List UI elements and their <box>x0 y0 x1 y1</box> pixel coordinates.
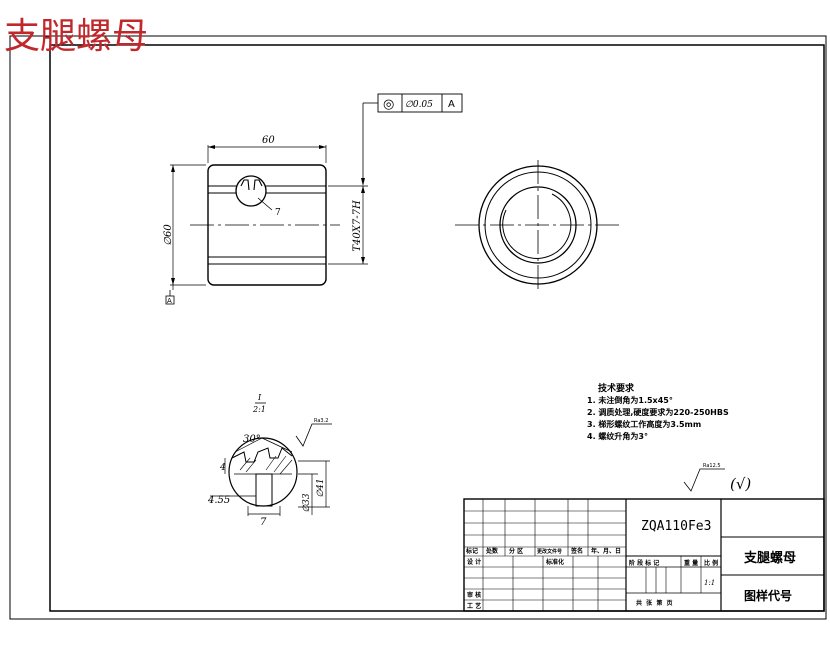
title-block <box>463 498 825 612</box>
gdt-symbol: ◎ <box>383 97 394 112</box>
dim-thread: T40X7-7H <box>352 200 363 252</box>
chart-code-label: 图样代号 <box>744 588 792 603</box>
datum-box-label: A <box>167 297 172 305</box>
front-view <box>165 102 378 305</box>
row-label: 标记 <box>465 547 478 555</box>
detail-scale-den: 2:1 <box>252 405 266 414</box>
side-view <box>455 160 620 290</box>
scale-value: 1:1 <box>704 579 715 587</box>
surface-finish-value: Ra12.5 <box>703 463 721 469</box>
design-label: 设 计 <box>467 558 481 566</box>
process-label: 工 艺 <box>467 602 481 610</box>
gdt-tolerance: ∅0.05 <box>405 100 433 110</box>
gdt-frame <box>377 93 463 113</box>
tech-req-item: 3. 梯形螺纹工作高度为3.5mm <box>587 419 701 429</box>
surface-finish-symbol <box>683 468 725 492</box>
detail-view <box>210 402 332 516</box>
dim-diameter: ∅60 <box>163 224 174 246</box>
detail-angle: 30° <box>243 434 261 445</box>
detail-depth: 4 <box>219 463 226 473</box>
outer-frame <box>9 35 827 620</box>
stage-label: 阶 段 标 记 <box>629 559 659 567</box>
detail-offset: 4.55 <box>207 495 230 506</box>
gdt-datum: A <box>448 99 455 110</box>
leader-label: 7 <box>275 208 281 218</box>
row-label: 年、月、日 <box>591 547 621 555</box>
row-label: 分 区 <box>509 547 523 555</box>
tech-req-item: 2. 调质处理,硬度要求为220-250HBS <box>587 407 729 417</box>
sheets-label: 共 张 第 页 <box>636 599 673 607</box>
part-name: 支腿螺母 <box>743 550 796 566</box>
row-label: 处数 <box>485 547 499 555</box>
drawing-code: ZQA110Fe3 <box>641 519 711 534</box>
detail-width: 7 <box>260 517 267 528</box>
dim-length: 60 <box>262 135 275 146</box>
tech-req-item: 1. 未注倒角为1.5x45° <box>587 395 673 405</box>
title-overlay: 支腿螺母 <box>4 16 148 57</box>
detail-outer-diameter: ∅41 <box>316 478 326 497</box>
row-label: 更改文件号 <box>537 548 562 555</box>
detail-roughness: Ra3.2 <box>314 418 328 424</box>
tech-req-heading: 技术要求 <box>598 382 635 394</box>
scale-label: 比 例 <box>704 559 718 567</box>
standard-label: 标准化 <box>545 558 564 566</box>
tech-req-item: 4. 螺纹升角为3° <box>587 431 648 441</box>
surface-finish-bracket: (√) <box>730 475 751 493</box>
inner-frame <box>49 44 825 612</box>
row-label: 签名 <box>570 547 583 555</box>
weight-label: 重 量 <box>684 559 698 567</box>
detail-scale-num: I <box>257 393 262 402</box>
check-label: 审 核 <box>467 591 481 599</box>
detail-inner-diameter: ∅33 <box>302 493 312 513</box>
